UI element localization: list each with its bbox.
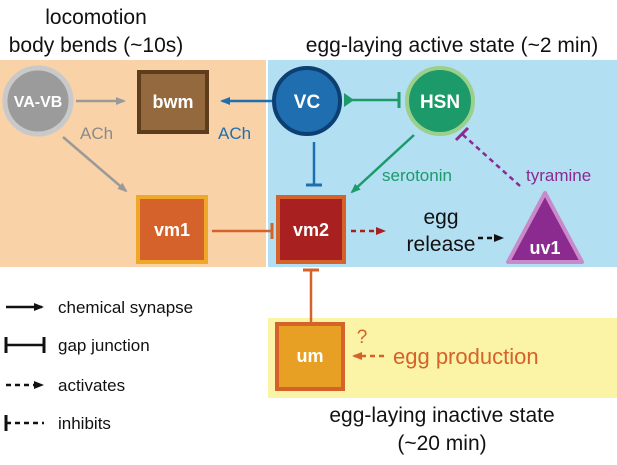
legend-gap-label: gap junction	[58, 336, 150, 355]
node-hsn-label: HSN	[420, 92, 460, 113]
label-ach-blue: ACh	[218, 124, 251, 143]
node-um: um	[275, 322, 345, 391]
legend-inhibits-label: inhibits	[58, 414, 111, 433]
label-release: release	[407, 233, 476, 256]
inactive-state-subtitle: (~20 min)	[397, 432, 486, 455]
label-egg-production: egg production	[393, 344, 539, 369]
label-tyramine: tyramine	[526, 166, 591, 185]
label-question: ?	[357, 327, 368, 348]
edge-uv1-hsn-bar	[454, 126, 470, 142]
node-va-vb-label: VA-VB	[14, 94, 63, 111]
label-egg: egg	[423, 206, 458, 229]
legend-activates-label: activates	[58, 376, 125, 395]
node-vm1-label: vm1	[154, 220, 190, 240]
node-va-vb: VA-VB	[2, 65, 74, 137]
label-ach-gray: ACh	[80, 124, 113, 143]
legend-chemical-label: chemical synapse	[58, 298, 193, 317]
edge-hsn-vm2	[350, 134, 415, 194]
edge-vavb-vm1	[62, 136, 128, 193]
node-bwm: bwm	[137, 70, 209, 134]
locomotion-title: locomotion	[45, 6, 147, 29]
label-serotonin: serotonin	[382, 166, 452, 185]
legend: chemical synapse gap junction activates …	[4, 298, 193, 433]
inactive-state-title: egg-laying inactive state	[329, 404, 554, 427]
node-vm1: vm1	[136, 195, 208, 264]
edge-uv1-hsn	[461, 133, 521, 187]
node-vm2: vm2	[276, 195, 346, 264]
node-uv1: uv1	[506, 191, 584, 264]
active-state-title: egg-laying active state (~2 min)	[306, 34, 598, 57]
node-vc: VC	[272, 66, 342, 136]
locomotion-subtitle: body bends (~10s)	[9, 34, 184, 57]
gap-hsn-vc-head	[344, 93, 354, 107]
node-hsn: HSN	[405, 66, 475, 136]
node-um-label: um	[297, 346, 324, 366]
node-bwm-label: bwm	[152, 92, 193, 112]
node-uv1-label: uv1	[529, 238, 560, 258]
node-vc-label: VC	[294, 92, 321, 113]
node-vm2-label: vm2	[293, 220, 329, 240]
